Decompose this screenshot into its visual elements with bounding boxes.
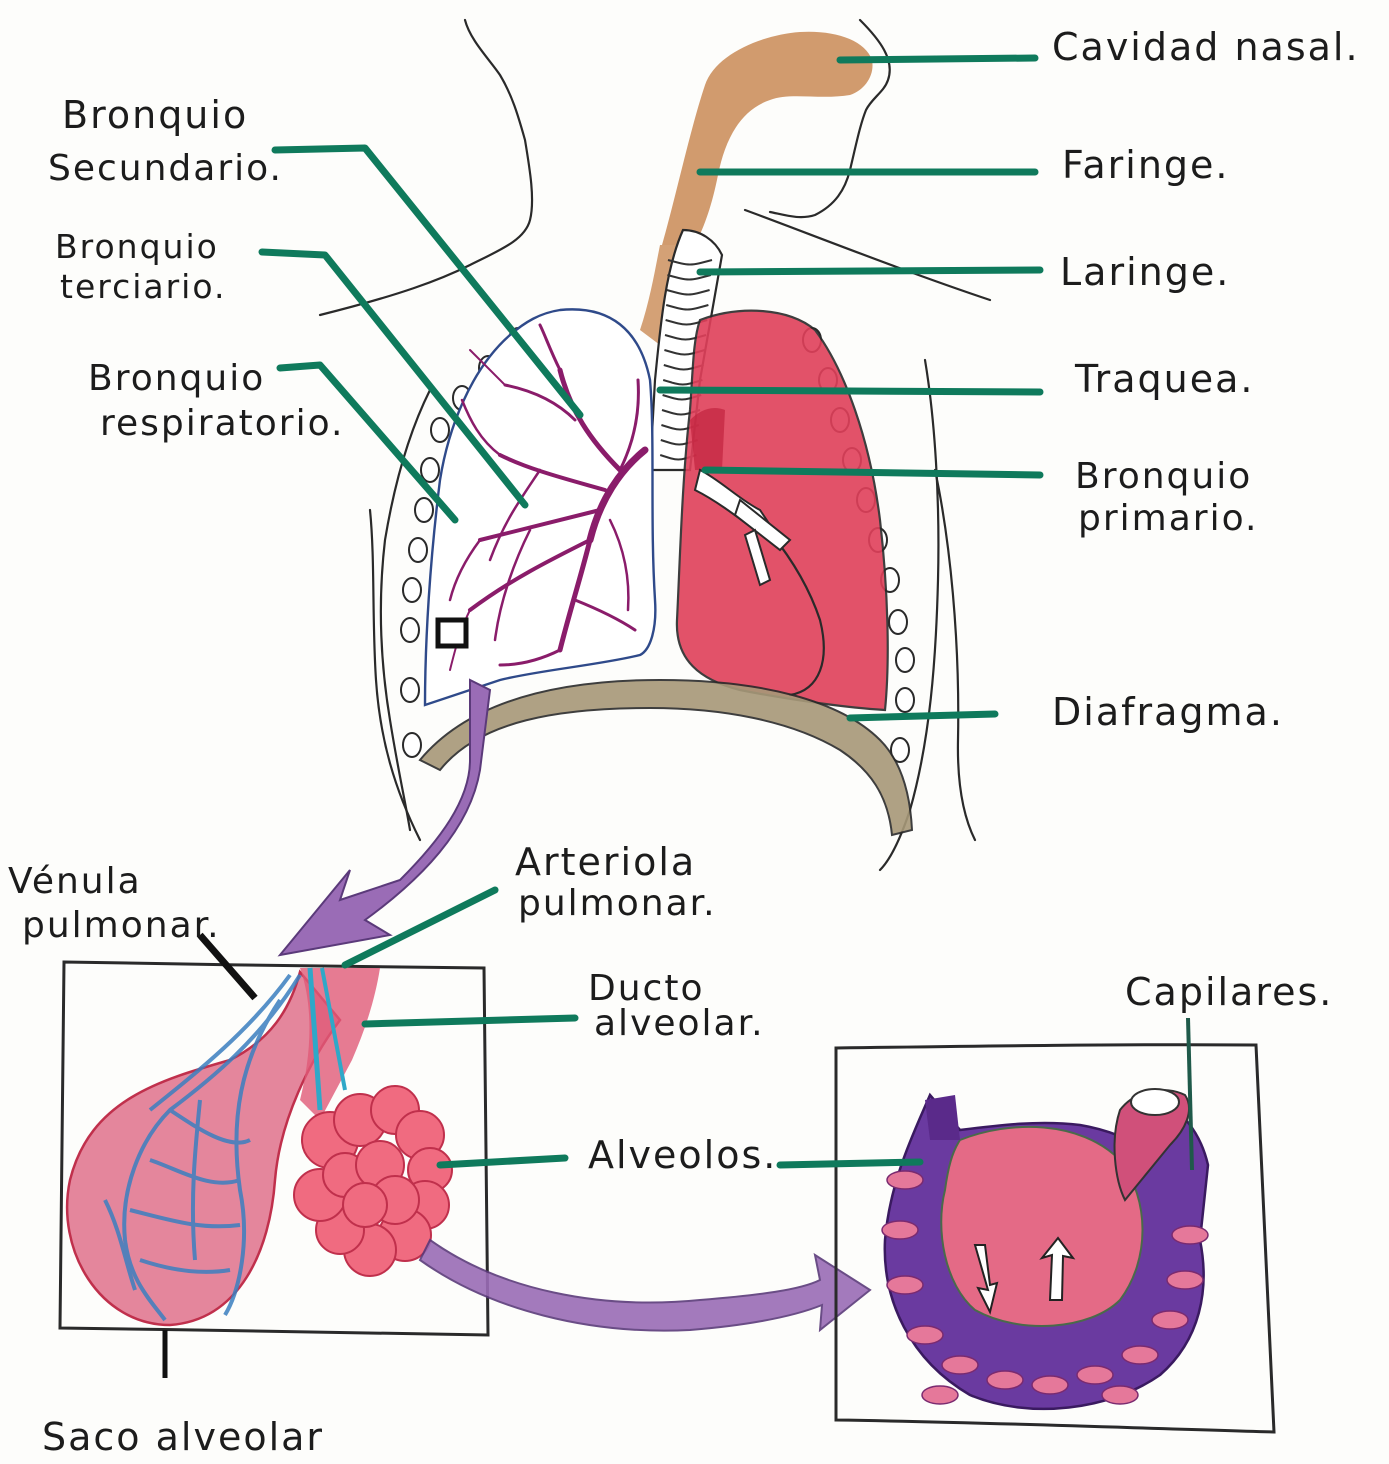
label-venula-1: Vénula — [8, 861, 142, 902]
leader-alveolos-right — [780, 1162, 920, 1165]
label-venula-2: pulmonar. — [22, 905, 221, 946]
rib-icon — [431, 418, 449, 442]
label-saco-alveolar: Saco alveolar — [42, 1415, 324, 1459]
leader-ducto — [365, 1018, 575, 1024]
zoom-arrow-down — [280, 680, 490, 955]
rib-icon — [421, 458, 439, 482]
label-traquea: Traquea. — [1074, 357, 1255, 401]
label-bronquio-secundario-2: Secundario. — [48, 148, 283, 189]
label-bronquio-secundario-1: Bronquio — [62, 93, 248, 137]
rib-icon — [415, 498, 433, 522]
rib-icon — [896, 688, 914, 712]
label-ducto-2: alveolar. — [594, 1003, 765, 1044]
label-arteriola-2: pulmonar. — [518, 883, 717, 924]
leader-bronquio-primario — [705, 470, 1040, 475]
leader-diafragma — [850, 714, 995, 718]
rib-icon — [896, 648, 914, 672]
label-faringe: Faringe. — [1062, 143, 1230, 187]
label-arteriola-1: Arteriola — [515, 840, 696, 884]
label-bronquio-respiratorio-1: Bronquio — [88, 358, 265, 399]
label-bronquio-terciario-2: terciario. — [60, 267, 226, 306]
leader-traquea — [660, 390, 1040, 392]
lung-red — [677, 311, 888, 710]
rib-icon — [401, 618, 419, 642]
leader-cavidad — [840, 58, 1035, 60]
label-bronquio-primario-2: primario. — [1078, 498, 1258, 539]
rib-icon — [403, 733, 421, 757]
rib-icon — [889, 610, 907, 634]
label-bronquio-respiratorio-2: respiratorio. — [100, 403, 344, 444]
label-bronquio-terciario-1: Bronquio — [55, 227, 219, 266]
label-alveolos: Alveolos. — [588, 1133, 777, 1177]
leader-alveolos-left — [440, 1158, 565, 1165]
label-diafragma: Diafragma. — [1052, 690, 1284, 734]
rib-icon — [409, 538, 427, 562]
leader-laringe — [700, 270, 1040, 272]
label-capilares: Capilares. — [1125, 970, 1333, 1014]
label-cavidad-nasal: Cavidad nasal. — [1052, 25, 1360, 69]
label-bronquio-primario-1: Bronquio — [1075, 456, 1252, 497]
rib-icon — [403, 578, 421, 602]
zoom-marker — [438, 620, 466, 646]
rib-icon — [401, 678, 419, 702]
capillary-box — [836, 1045, 1274, 1432]
label-laringe: Laringe. — [1060, 250, 1230, 294]
alveolar-box — [60, 962, 488, 1335]
